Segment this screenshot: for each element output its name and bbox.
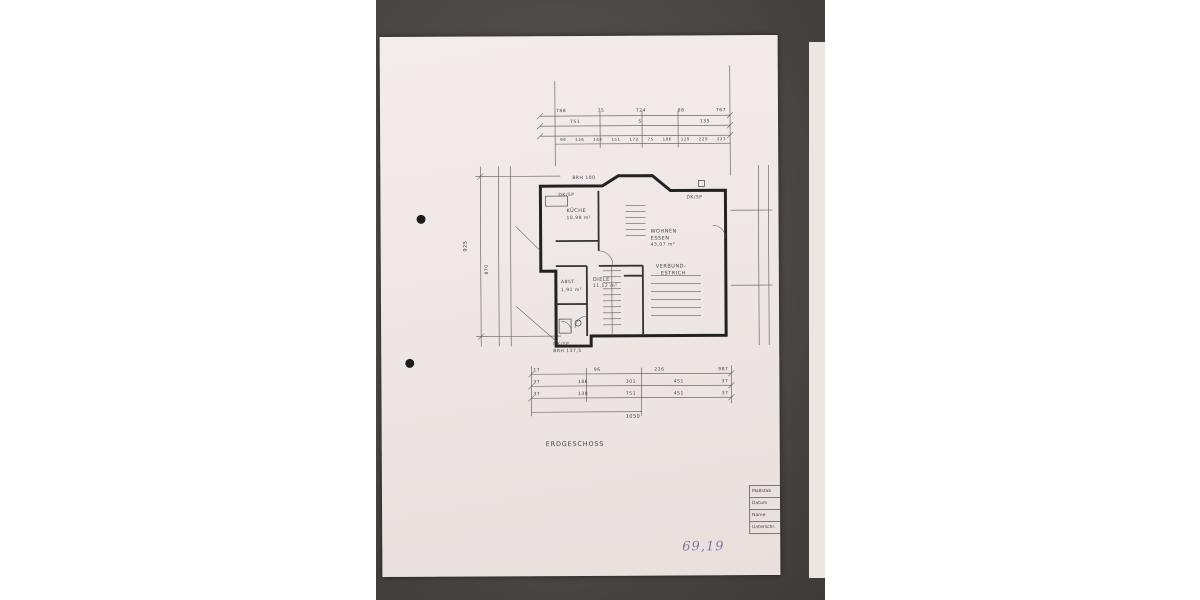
dim-value: 767 [715,108,726,114]
kitchen-label: KÜCHE [566,207,587,215]
living-area: 43,07 m² [650,242,676,248]
brh-top-label: BRH 100 [572,175,596,182]
dim-value: 135 [699,119,711,125]
floor-plan-drawing [475,65,773,417]
title-block: Maßstab Datum Name Unterschr. [748,484,781,535]
dim-value: 186 [577,379,589,386]
wc-area: 1,91 m² [560,287,583,294]
dim-value: 229 [698,136,708,142]
handwritten-note: 69,19 [682,539,725,555]
dksp-right-label: DK/SP [686,195,703,201]
dim-chain-bottom-2: 37 186 301 451 37 [533,379,728,385]
brh-bottom-label: BRH 137,5 [553,348,582,355]
floor-note-1: VERBUND- [655,263,687,270]
dim-chain-top-1: 788 75 724 98 767 [556,108,726,114]
dim-value: 37 [721,391,729,397]
dim-value: 37 [533,392,541,398]
dim-value: 451 [673,391,684,397]
dim-value: 151 [611,136,621,142]
dim-value: 98 [677,108,685,114]
dim-chain-bottom-1: 17 96 226 987 [533,367,728,373]
dim-value: 186 [662,136,672,142]
dim-value: 37 [533,380,541,386]
dim-value: 788 [555,109,567,115]
dim-value: 5 [638,119,642,125]
dim-value: 451 [673,379,684,385]
dim-value: 226 [654,367,665,373]
dim-value: 724 [635,108,647,114]
dim-left-sub: 870 [484,264,490,275]
living-label: WOHNEN [650,228,677,235]
dim-value: 129 [680,136,690,142]
dim-value: 751 [570,119,581,126]
dim-value: 301 [625,379,636,385]
wc-label: ABST. [560,280,576,286]
dim-value: 987 [718,367,729,373]
dim-value: 164 [593,136,603,142]
dim-value: 96 [593,367,601,373]
title-block-row: Name [750,509,781,523]
floor-note-2: ESTRICH [660,270,686,277]
photo-background: KÜCHE 10,98 m² WOHNEN ESSEN 43,07 m² DIE… [376,0,825,600]
hall-area: 11,12 m² [592,283,618,289]
dim-value: 223 [716,136,727,142]
dim-bottom-total: 1050 [625,413,641,420]
floor-title: ERDGESCHOSS [545,439,605,449]
dim-value: 75 [597,108,605,114]
living-sub-label: ESSEN [650,235,670,242]
kitchen-area: 10,98 m² [566,215,592,222]
title-block-row: Unterschr. [750,521,781,535]
dim-value: 17 [533,368,541,374]
title-block-row: Maßstab [749,485,781,499]
hall-label: DIELE [592,276,610,283]
dim-chain-top-3: 99 126 164 151 172 75 186 129 229 223 [560,136,726,142]
dksp-bottom-label: DK/SP [553,342,570,348]
title-block-row: Datum [750,497,781,511]
dim-value: 37 [721,379,729,385]
dim-value: 99 [560,137,567,143]
dim-chain-bottom-3: 37 138 751 451 37 [533,391,728,397]
dim-value: 138 [577,391,589,398]
floor-plan-sheet: KÜCHE 10,98 m² WOHNEN ESSEN 43,07 m² DIE… [379,34,781,578]
dim-value: 751 [625,391,637,397]
dim-left-total: 925 [462,240,469,252]
dim-chain-top-2: 751 5 135 [570,119,710,125]
second-sheet-edge [809,42,825,578]
dksp-left-label: DK/SP [558,193,575,199]
dim-value: 172 [629,136,639,142]
dim-value: 75 [647,136,654,142]
dim-value: 126 [575,136,585,143]
